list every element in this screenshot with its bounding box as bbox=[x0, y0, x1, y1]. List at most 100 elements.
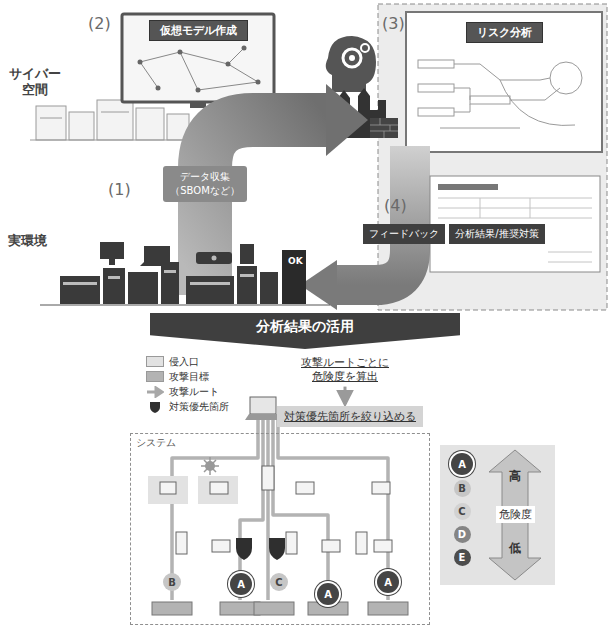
model-monitor bbox=[178, 50, 183, 55]
model-monitor bbox=[198, 82, 258, 90]
real-devices bbox=[100, 242, 124, 259]
process-box: 分析結果/推奨対策 bbox=[449, 224, 544, 244]
risk-monitor bbox=[418, 60, 582, 128]
legend-swatch bbox=[146, 356, 164, 367]
node-text: 対策優先箇所を絞り込める bbox=[284, 409, 416, 424]
virus-icon bbox=[201, 457, 219, 475]
route-symbol bbox=[146, 386, 164, 398]
scale-badge: D bbox=[454, 526, 471, 543]
priority-shields bbox=[269, 538, 285, 560]
real-devices bbox=[240, 274, 254, 277]
process-box: フィードバック bbox=[363, 224, 445, 244]
system-devices bbox=[148, 476, 188, 504]
result-sheet bbox=[480, 198, 481, 218]
node-text: リスク分析 bbox=[477, 25, 532, 40]
ai-head-icon bbox=[326, 36, 376, 92]
system-devices bbox=[210, 482, 228, 494]
real-devices bbox=[196, 252, 232, 264]
node-text: A bbox=[324, 589, 332, 600]
real-devices bbox=[144, 246, 170, 262]
virtual-machines bbox=[36, 106, 66, 140]
risk-monitor bbox=[454, 64, 540, 80]
risk-badge: A bbox=[377, 571, 399, 593]
legend-row: 攻撃目標 bbox=[146, 369, 229, 384]
virtual-machines bbox=[101, 112, 129, 113]
node-text: 仮想モデル作成 bbox=[160, 23, 237, 38]
callout-number: (2) bbox=[88, 14, 111, 33]
risk-monitor bbox=[454, 88, 470, 100]
node-text: A bbox=[237, 579, 245, 590]
real-devices bbox=[63, 282, 97, 285]
legend-swatch bbox=[146, 371, 164, 382]
real-devices bbox=[140, 262, 174, 266]
attack-targets bbox=[254, 602, 294, 615]
real-devices bbox=[237, 266, 257, 304]
risk-monitor bbox=[500, 80, 575, 125]
risk-monitor bbox=[418, 84, 454, 92]
system-devices bbox=[160, 482, 176, 494]
legend-text: 攻撃ルート bbox=[169, 385, 219, 399]
node-text: 分析結果/推奨対策 bbox=[455, 227, 538, 241]
model-monitor bbox=[138, 46, 261, 93]
scale-badge: C bbox=[454, 503, 471, 520]
virtual-machines bbox=[136, 108, 164, 140]
risk-monitor bbox=[470, 96, 510, 104]
virtual-machines bbox=[97, 100, 133, 140]
system-devices bbox=[212, 540, 230, 552]
system-devices bbox=[296, 482, 314, 494]
area-label: 実環境 bbox=[8, 232, 47, 250]
feedback-arrow bbox=[335, 146, 410, 285]
callout-number: (1) bbox=[108, 180, 131, 199]
system-devices bbox=[286, 532, 297, 554]
system-devices bbox=[176, 532, 187, 554]
risk-monitor bbox=[510, 88, 560, 100]
real-devices bbox=[186, 276, 234, 304]
collect-arrow bbox=[326, 84, 368, 156]
risk-monitor bbox=[418, 60, 454, 68]
real-devices bbox=[240, 244, 254, 264]
ai-head-icon bbox=[326, 36, 376, 92]
real-devices bbox=[103, 268, 125, 304]
legend-row: 侵入口 bbox=[146, 354, 229, 369]
model-monitor bbox=[256, 80, 261, 85]
scale-label: 低 bbox=[509, 540, 521, 557]
system-devices bbox=[262, 466, 274, 490]
shield-symbol bbox=[150, 402, 160, 413]
attack-targets bbox=[368, 602, 408, 615]
result-sheet bbox=[438, 208, 592, 209]
real-devices bbox=[108, 276, 120, 279]
attack-targets bbox=[152, 602, 192, 615]
real-devices bbox=[161, 262, 179, 304]
risk-badge: A bbox=[317, 583, 339, 605]
area-label: サイバー 空間 bbox=[4, 66, 66, 97]
result-sheet bbox=[430, 176, 600, 272]
model-monitor bbox=[140, 62, 158, 88]
ai-head-icon bbox=[349, 55, 355, 61]
city-silhouette bbox=[390, 125, 391, 131]
entry-laptop bbox=[250, 397, 276, 414]
model-monitor bbox=[138, 60, 143, 65]
screen-title: リスク分析 bbox=[466, 22, 543, 43]
real-devices bbox=[60, 276, 100, 304]
risk-badge: B bbox=[163, 573, 181, 591]
result-sheet bbox=[548, 262, 592, 263]
risk-monitor bbox=[540, 78, 550, 80]
model-monitor bbox=[122, 14, 274, 102]
risk-monitor bbox=[406, 12, 602, 152]
city-silhouette bbox=[370, 118, 398, 138]
system-devices bbox=[322, 540, 340, 552]
node-text: フィードバック bbox=[369, 227, 439, 241]
node-text: データ収集 （SBOMなど） bbox=[169, 170, 241, 198]
process-box: データ収集 （SBOMなど） bbox=[163, 166, 247, 202]
entry-laptop bbox=[245, 414, 281, 420]
city-silhouette bbox=[380, 118, 381, 125]
model-monitor bbox=[140, 48, 258, 90]
scale-panel bbox=[440, 445, 555, 585]
scale-badge: A bbox=[451, 453, 473, 475]
device-tag: OK bbox=[285, 255, 306, 267]
result-sheet bbox=[438, 198, 592, 199]
result-sheet bbox=[530, 198, 531, 218]
model-monitor bbox=[180, 52, 198, 90]
risk-monitor bbox=[550, 62, 582, 94]
model-monitor bbox=[228, 48, 244, 64]
